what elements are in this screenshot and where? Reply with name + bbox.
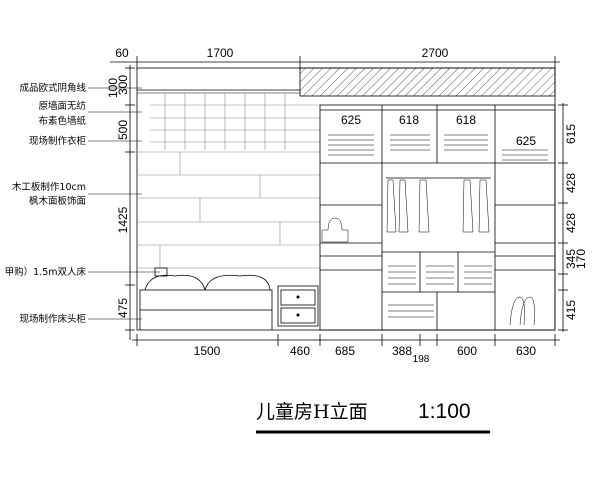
wallpaper-grid (150, 93, 320, 150)
dim-460: 460 (290, 344, 310, 358)
dim-1700: 1700 (207, 46, 234, 60)
dim-415: 415 (564, 300, 578, 320)
dim-630: 630 (516, 344, 536, 358)
nightstand (277, 285, 319, 327)
label-nightstand: 现场制作床头柜 (19, 313, 86, 325)
dim-500: 500 (116, 120, 130, 140)
label-wallpaper-1: 原墙面无纺 (38, 100, 86, 112)
dim-428a: 428 (564, 173, 578, 193)
cabinet-dim-625b: 625 (516, 134, 536, 148)
dim-388: 388 (392, 344, 412, 358)
label-wallpaper-2: 布素色墙纸 (38, 115, 86, 127)
dim-475: 475 (116, 298, 130, 318)
wood-panels (137, 151, 320, 269)
cabinet-dim-625a: 625 (341, 113, 361, 127)
hatched-ceiling (299, 67, 556, 97)
dim-685: 685 (335, 344, 355, 358)
wardrobe: 625 618 618 625 (319, 104, 556, 331)
label-board-2: 枫木面板饰面 (29, 195, 86, 207)
dim-2700: 2700 (422, 46, 449, 60)
right-dimension: 615 428 428 345 170 415 (558, 103, 588, 332)
dim-428b: 428 (564, 213, 578, 233)
dim-1500: 1500 (194, 344, 221, 358)
dim-345: 345 (564, 249, 578, 269)
label-board-1: 木工板制作10cm (12, 181, 86, 193)
dim-615: 615 (564, 124, 578, 144)
folded-clothes (321, 134, 548, 326)
label-bed: 甲购）1.5m双人床 (5, 266, 87, 278)
dim-300: 300 (116, 75, 130, 95)
bottom-dimension: 1500 460 685 388 600 630 198 (132, 334, 560, 365)
cabinet-dim-618b: 618 (456, 113, 476, 127)
scale-text: 1:100 (418, 400, 471, 423)
top-dimension: 60 1700 2700 (110, 46, 560, 70)
left-dimension: 100 300 500 1425 475 (106, 65, 135, 340)
dim-198: 198 (413, 354, 430, 365)
hanging-clothes (386, 179, 490, 233)
title-text: 儿童房H立面 (256, 401, 368, 423)
cabinet-dim-618a: 618 (399, 113, 419, 127)
dim-170: 170 (574, 249, 588, 269)
label-wardrobe: 现场制作衣柜 (29, 135, 87, 147)
bed (139, 267, 273, 330)
callout-labels: 成品欧式阴角线 原墙面无纺 布素色墙纸 现场制作衣柜 木工板制作10cm 枫木面… (5, 82, 160, 325)
dim-600: 600 (457, 344, 477, 358)
dim-60: 60 (115, 46, 129, 60)
dim-1425: 1425 (116, 206, 130, 233)
wall (136, 67, 556, 331)
label-crown-molding: 成品欧式阴角线 (19, 82, 86, 94)
drawing-title: 儿童房H立面 1:100 (256, 400, 490, 434)
